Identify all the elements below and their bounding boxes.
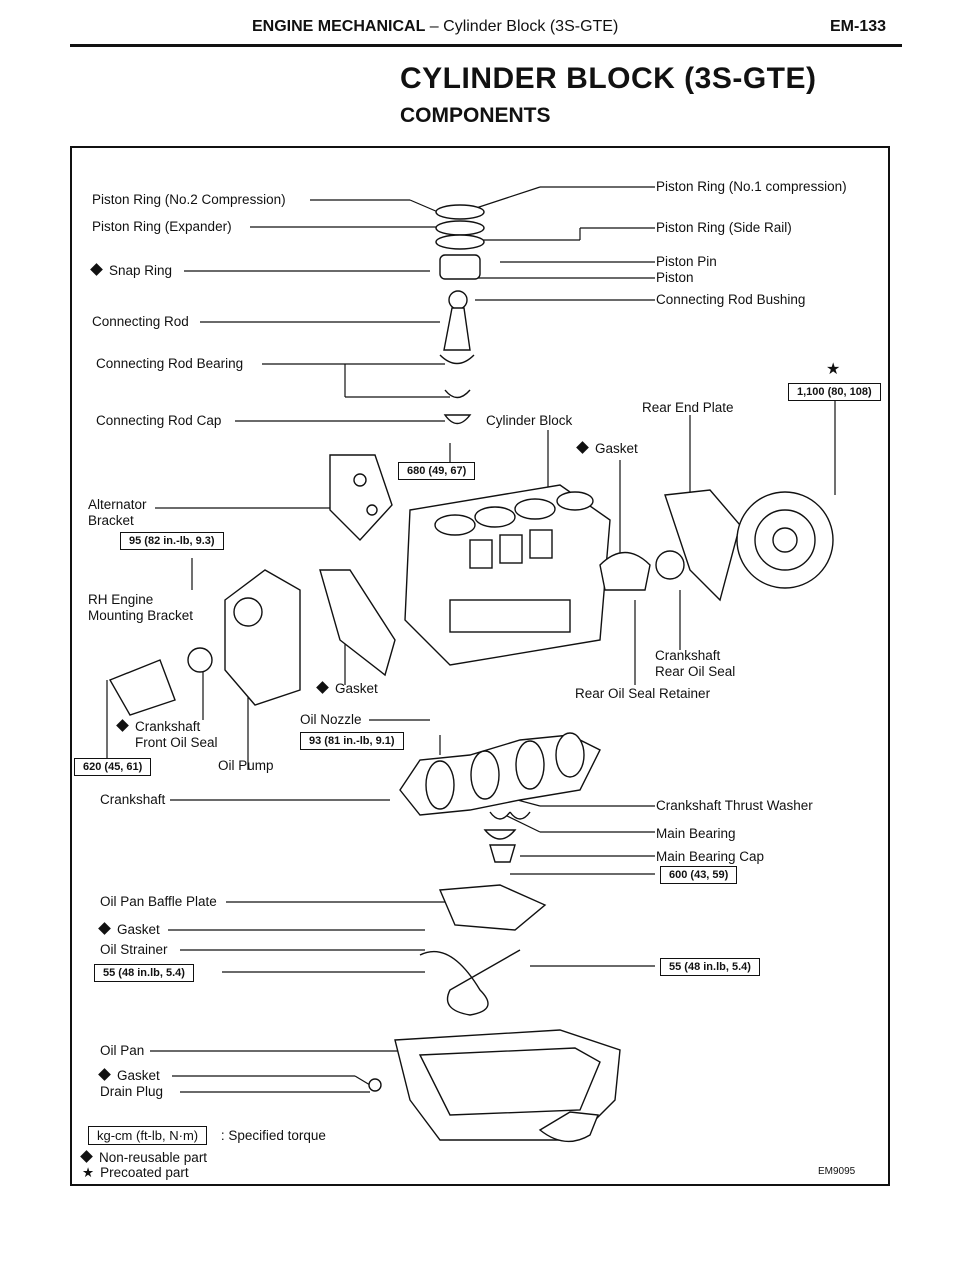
page-title: CYLINDER BLOCK (3S-GTE)	[400, 62, 817, 95]
label-gasket-baffle: Gasket	[98, 922, 160, 938]
precoated-star-icon: ★	[826, 361, 841, 378]
legend-non-reusable-text: Non-reusable part	[99, 1150, 208, 1165]
label-piston-ring-no1: Piston Ring (No.1 compression)	[656, 179, 847, 194]
legend-torque-desc: : Specified torque	[220, 1128, 326, 1143]
label-oil-strainer: Oil Strainer	[100, 942, 168, 957]
legend-torque: kg-cm (ft-lb, N·m) : Specified torque	[88, 1126, 326, 1145]
label-crankshaft-thrust-washer: Crankshaft Thrust Washer	[656, 798, 813, 813]
label-gasket-rear: Gasket	[576, 441, 638, 457]
label-connecting-rod-bushing: Connecting Rod Bushing	[656, 292, 806, 307]
torque-rh-engine-bracket: 620 (45, 61)	[74, 758, 152, 776]
label-alternator-bracket-line1: Alternator	[88, 497, 147, 512]
non-reusable-diamond-icon	[116, 719, 129, 732]
label-crankshaft-front-oil-seal-text1: Crankshaft	[135, 719, 201, 734]
label-piston-ring-side-rail: Piston Ring (Side Rail)	[656, 220, 792, 235]
figure-id: EM9095	[818, 1166, 856, 1177]
label-gasket-pan-text: Gasket	[117, 1068, 160, 1083]
non-reusable-diamond-icon	[98, 922, 111, 935]
label-connecting-rod-cap: Connecting Rod Cap	[96, 413, 222, 428]
label-drain-plug: Drain Plug	[100, 1084, 164, 1099]
label-crankshaft: Crankshaft	[100, 792, 166, 807]
running-header: ENGINE MECHANICAL – Cylinder Block (3S-G…	[252, 18, 618, 36]
non-reusable-diamond-icon	[90, 263, 103, 276]
precoated-star-icon: ★	[82, 1165, 95, 1180]
label-rear-end-plate: Rear End Plate	[642, 400, 734, 415]
label-piston: Piston	[656, 270, 694, 285]
label-piston-ring-no2: Piston Ring (No.2 Compression)	[92, 192, 286, 207]
page-subtitle: COMPONENTS	[400, 104, 551, 127]
label-oil-pan-baffle-plate: Oil Pan Baffle Plate	[100, 894, 217, 909]
label-gasket-rear-text: Gasket	[595, 441, 638, 456]
label-rh-engine-line2: Mounting Bracket	[88, 608, 194, 623]
label-alternator-bracket-line2: Bracket	[88, 513, 134, 528]
label-oil-pump: Oil Pump	[218, 758, 274, 773]
torque-oil-strainer-right: 55 (48 in.lb, 5.4)	[660, 958, 760, 976]
torque-main-bearing-cap: 600 (43, 59)	[660, 866, 738, 884]
legend-non-reusable: Non-reusable part	[80, 1150, 208, 1166]
label-oil-nozzle: Oil Nozzle	[300, 712, 362, 727]
non-reusable-diamond-icon	[80, 1150, 93, 1163]
label-main-bearing-cap: Main Bearing Cap	[656, 849, 765, 864]
label-gasket-pan: Gasket	[98, 1068, 160, 1084]
label-connecting-rod: Connecting Rod	[92, 314, 189, 329]
torque-rod-cap: 680 (49, 67)	[398, 462, 476, 480]
label-piston-pin: Piston Pin	[656, 254, 717, 269]
label-gasket-mid: Gasket	[316, 681, 378, 697]
torque-oil-strainer-left: 55 (48 in.lb, 5.4)	[94, 964, 194, 982]
label-snap-ring-text: Snap Ring	[109, 263, 173, 278]
torque-alternator-bracket: 95 (82 in.-lb, 9.3)	[120, 532, 224, 550]
label-main-bearing: Main Bearing	[656, 826, 736, 841]
label-connecting-rod-bearing: Connecting Rod Bearing	[96, 356, 244, 371]
label-piston-ring-expander: Piston Ring (Expander)	[92, 219, 232, 234]
page-number: EM-133	[830, 18, 887, 35]
non-reusable-diamond-icon	[316, 681, 329, 694]
header-subsection: Cylinder Block (3S-GTE)	[443, 18, 619, 35]
legend-precoated-text: Precoated part	[100, 1165, 189, 1180]
label-crankshaft-rear-oil-seal-line2: Rear Oil Seal	[655, 664, 736, 679]
label-rear-oil-seal-retainer: Rear Oil Seal Retainer	[575, 686, 711, 701]
components-figure-frame	[70, 146, 890, 1186]
label-gasket-baffle-text: Gasket	[117, 922, 160, 937]
label-cylinder-block: Cylinder Block	[486, 413, 573, 428]
torque-flywheel: 1,100 (80, 108)	[788, 383, 881, 401]
label-crankshaft-front-oil-seal-line2: Front Oil Seal	[135, 735, 218, 750]
label-snap-ring: Snap Ring	[90, 263, 173, 279]
header-section: ENGINE MECHANICAL	[252, 18, 426, 35]
torque-oil-nozzle: 93 (81 in.-lb, 9.1)	[300, 732, 404, 750]
header-rule	[70, 44, 902, 47]
label-gasket-mid-text: Gasket	[335, 681, 378, 696]
label-oil-pan: Oil Pan	[100, 1043, 145, 1058]
legend-torque-unit-box: kg-cm (ft-lb, N·m)	[88, 1126, 208, 1145]
label-crankshaft-front-oil-seal-line1: Crankshaft	[116, 719, 201, 735]
label-crankshaft-rear-oil-seal-line1: Crankshaft	[655, 648, 721, 663]
legend-precoated: ★ Precoated part	[82, 1165, 189, 1181]
header-dash: –	[425, 18, 444, 35]
non-reusable-diamond-icon	[576, 441, 589, 454]
non-reusable-diamond-icon	[98, 1068, 111, 1081]
label-rh-engine-line1: RH Engine	[88, 592, 154, 607]
